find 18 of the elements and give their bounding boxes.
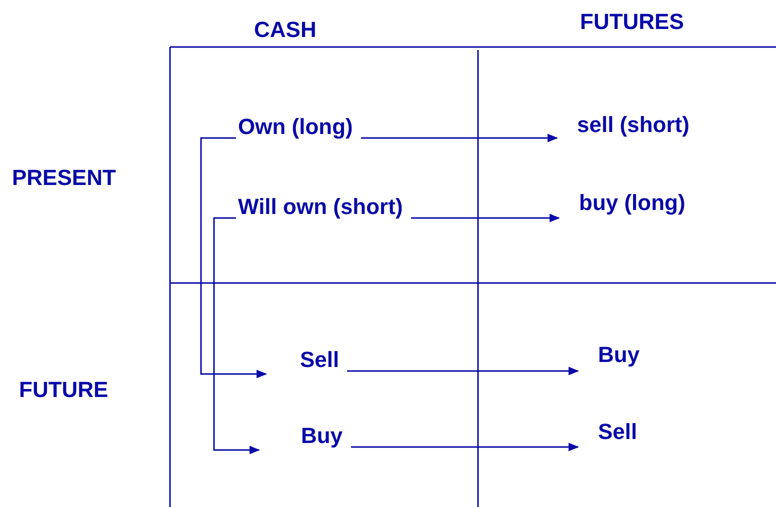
arrow [200,137,268,378]
term-label: buy (long) [579,192,686,214]
heading-label: FUTURES [580,11,684,33]
arrow [361,134,558,142]
term-label: sell (short) [577,114,690,136]
heading-label: PRESENT [12,167,116,189]
term-label: Will own (short) [238,196,403,218]
arrow [347,366,580,376]
term-label: Sell [598,421,638,443]
arrow [351,442,580,452]
heading-label: CASH [254,19,316,41]
term-label: Own (long) [238,116,353,138]
term-label: Buy [301,425,343,447]
arrow [213,217,260,454]
term-label: Sell [300,349,340,371]
term-label: Buy [598,344,640,366]
arrow [411,214,560,222]
heading-label: FUTURE [19,379,108,401]
